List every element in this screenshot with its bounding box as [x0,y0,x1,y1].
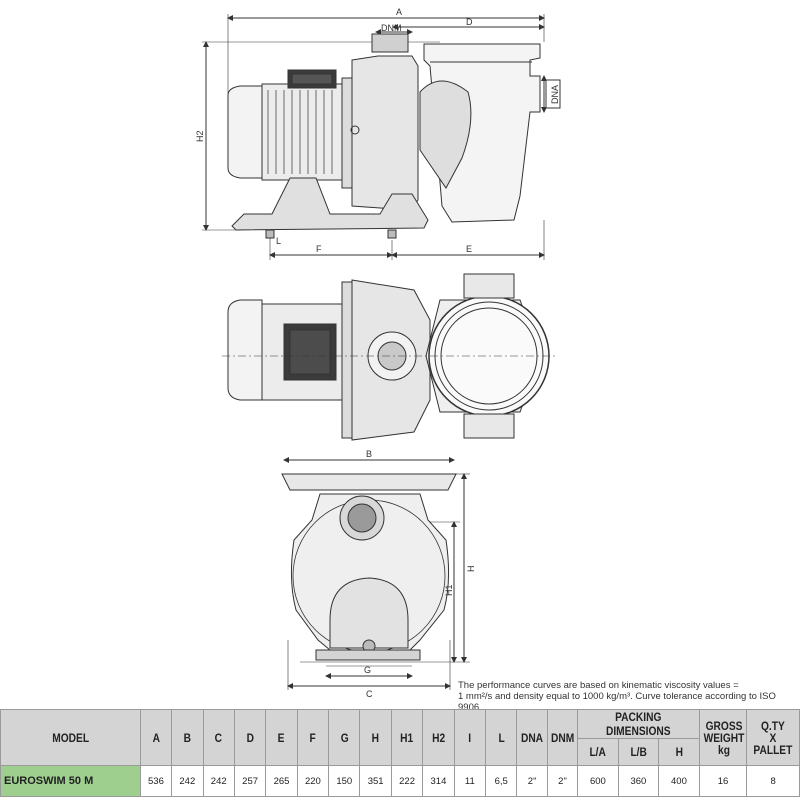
col-header-B: B [171,709,204,766]
table-row: EUROSWIM 50 M 536 242 242 257 265 220 15… [0,765,800,797]
cell-qty-pallet: 8 [746,765,800,797]
dim-label-B: B [366,449,372,459]
cell-F: 220 [296,765,330,797]
dim-label-H1: H1 [444,584,454,596]
cell-DNA: 2" [516,765,548,797]
col-header-F: F [296,709,330,766]
col-header-D: D [233,709,267,766]
dim-label-H: H [466,566,476,573]
col-header-qty-pallet: Q.TY X PALLET [746,709,800,766]
cell-B: 242 [171,765,204,797]
cell-A: 536 [139,765,173,797]
cell-H1: 222 [390,765,424,797]
col-header-G: G [328,709,361,766]
performance-note-line-2: 1 mm²/s and density equal to 1000 kg/m³.… [458,691,776,713]
col-header-LA: L/A [577,738,619,766]
cell-D: 257 [233,765,267,797]
performance-note-line-1: The performance curves are based on kine… [458,680,739,691]
dim-label-DNA: DNA [550,85,560,104]
spec-table: MODEL A B C D E F G H H1 H2 I L DNA DNM … [0,709,800,797]
top-view [222,273,556,441]
cell-LB: 360 [617,765,660,797]
dim-label-E: E [466,244,472,254]
dim-label-C: C [366,689,373,699]
col-header-H1: H1 [390,709,424,766]
col-header-A: A [139,709,173,766]
cell-E: 265 [265,765,298,797]
cell-packing-H: 400 [658,765,700,797]
dim-label-G: G [364,665,371,675]
dim-label-D: D [466,17,473,27]
col-header-E: E [265,709,298,766]
cell-C: 242 [202,765,235,797]
col-header-packing-H: H [658,738,700,766]
dim-label-L: L [276,236,281,246]
col-header-H: H [359,709,392,766]
performance-note: The performance curves are based on kine… [458,680,798,713]
col-header-L: L [485,709,518,766]
cell-gross-weight: 16 [698,765,748,797]
cell-I: 11 [453,765,487,797]
cell-H: 351 [359,765,392,797]
col-header-DNM: DNM [546,709,579,766]
col-header-H2: H2 [422,709,455,766]
cell-model: EUROSWIM 50 M [0,765,141,797]
col-header-packing-dimensions: PACKING DIMENSIONS [577,709,700,739]
col-header-I: I [453,709,487,766]
side-view [202,14,561,260]
dim-label-A: A [396,7,402,17]
col-header-gross-weight: GROSS WEIGHT kg [698,709,748,766]
cell-H2: 314 [422,765,455,797]
technical-drawing: A D DNM DNA H2 L F E B H H1 G C [195,7,561,699]
dim-label-F: F [316,244,322,254]
cell-DNM: 2" [546,765,579,797]
cell-L: 6,5 [485,765,518,797]
col-header-LB: L/B [617,738,660,766]
col-header-DNA: DNA [516,709,548,766]
cell-G: 150 [328,765,361,797]
col-header-C: C [202,709,235,766]
cell-LA: 600 [577,765,619,797]
front-view [281,457,470,690]
col-header-model: MODEL [0,709,141,766]
dim-label-DNM: DNM [381,23,402,33]
dim-label-H2: H2 [195,130,205,142]
